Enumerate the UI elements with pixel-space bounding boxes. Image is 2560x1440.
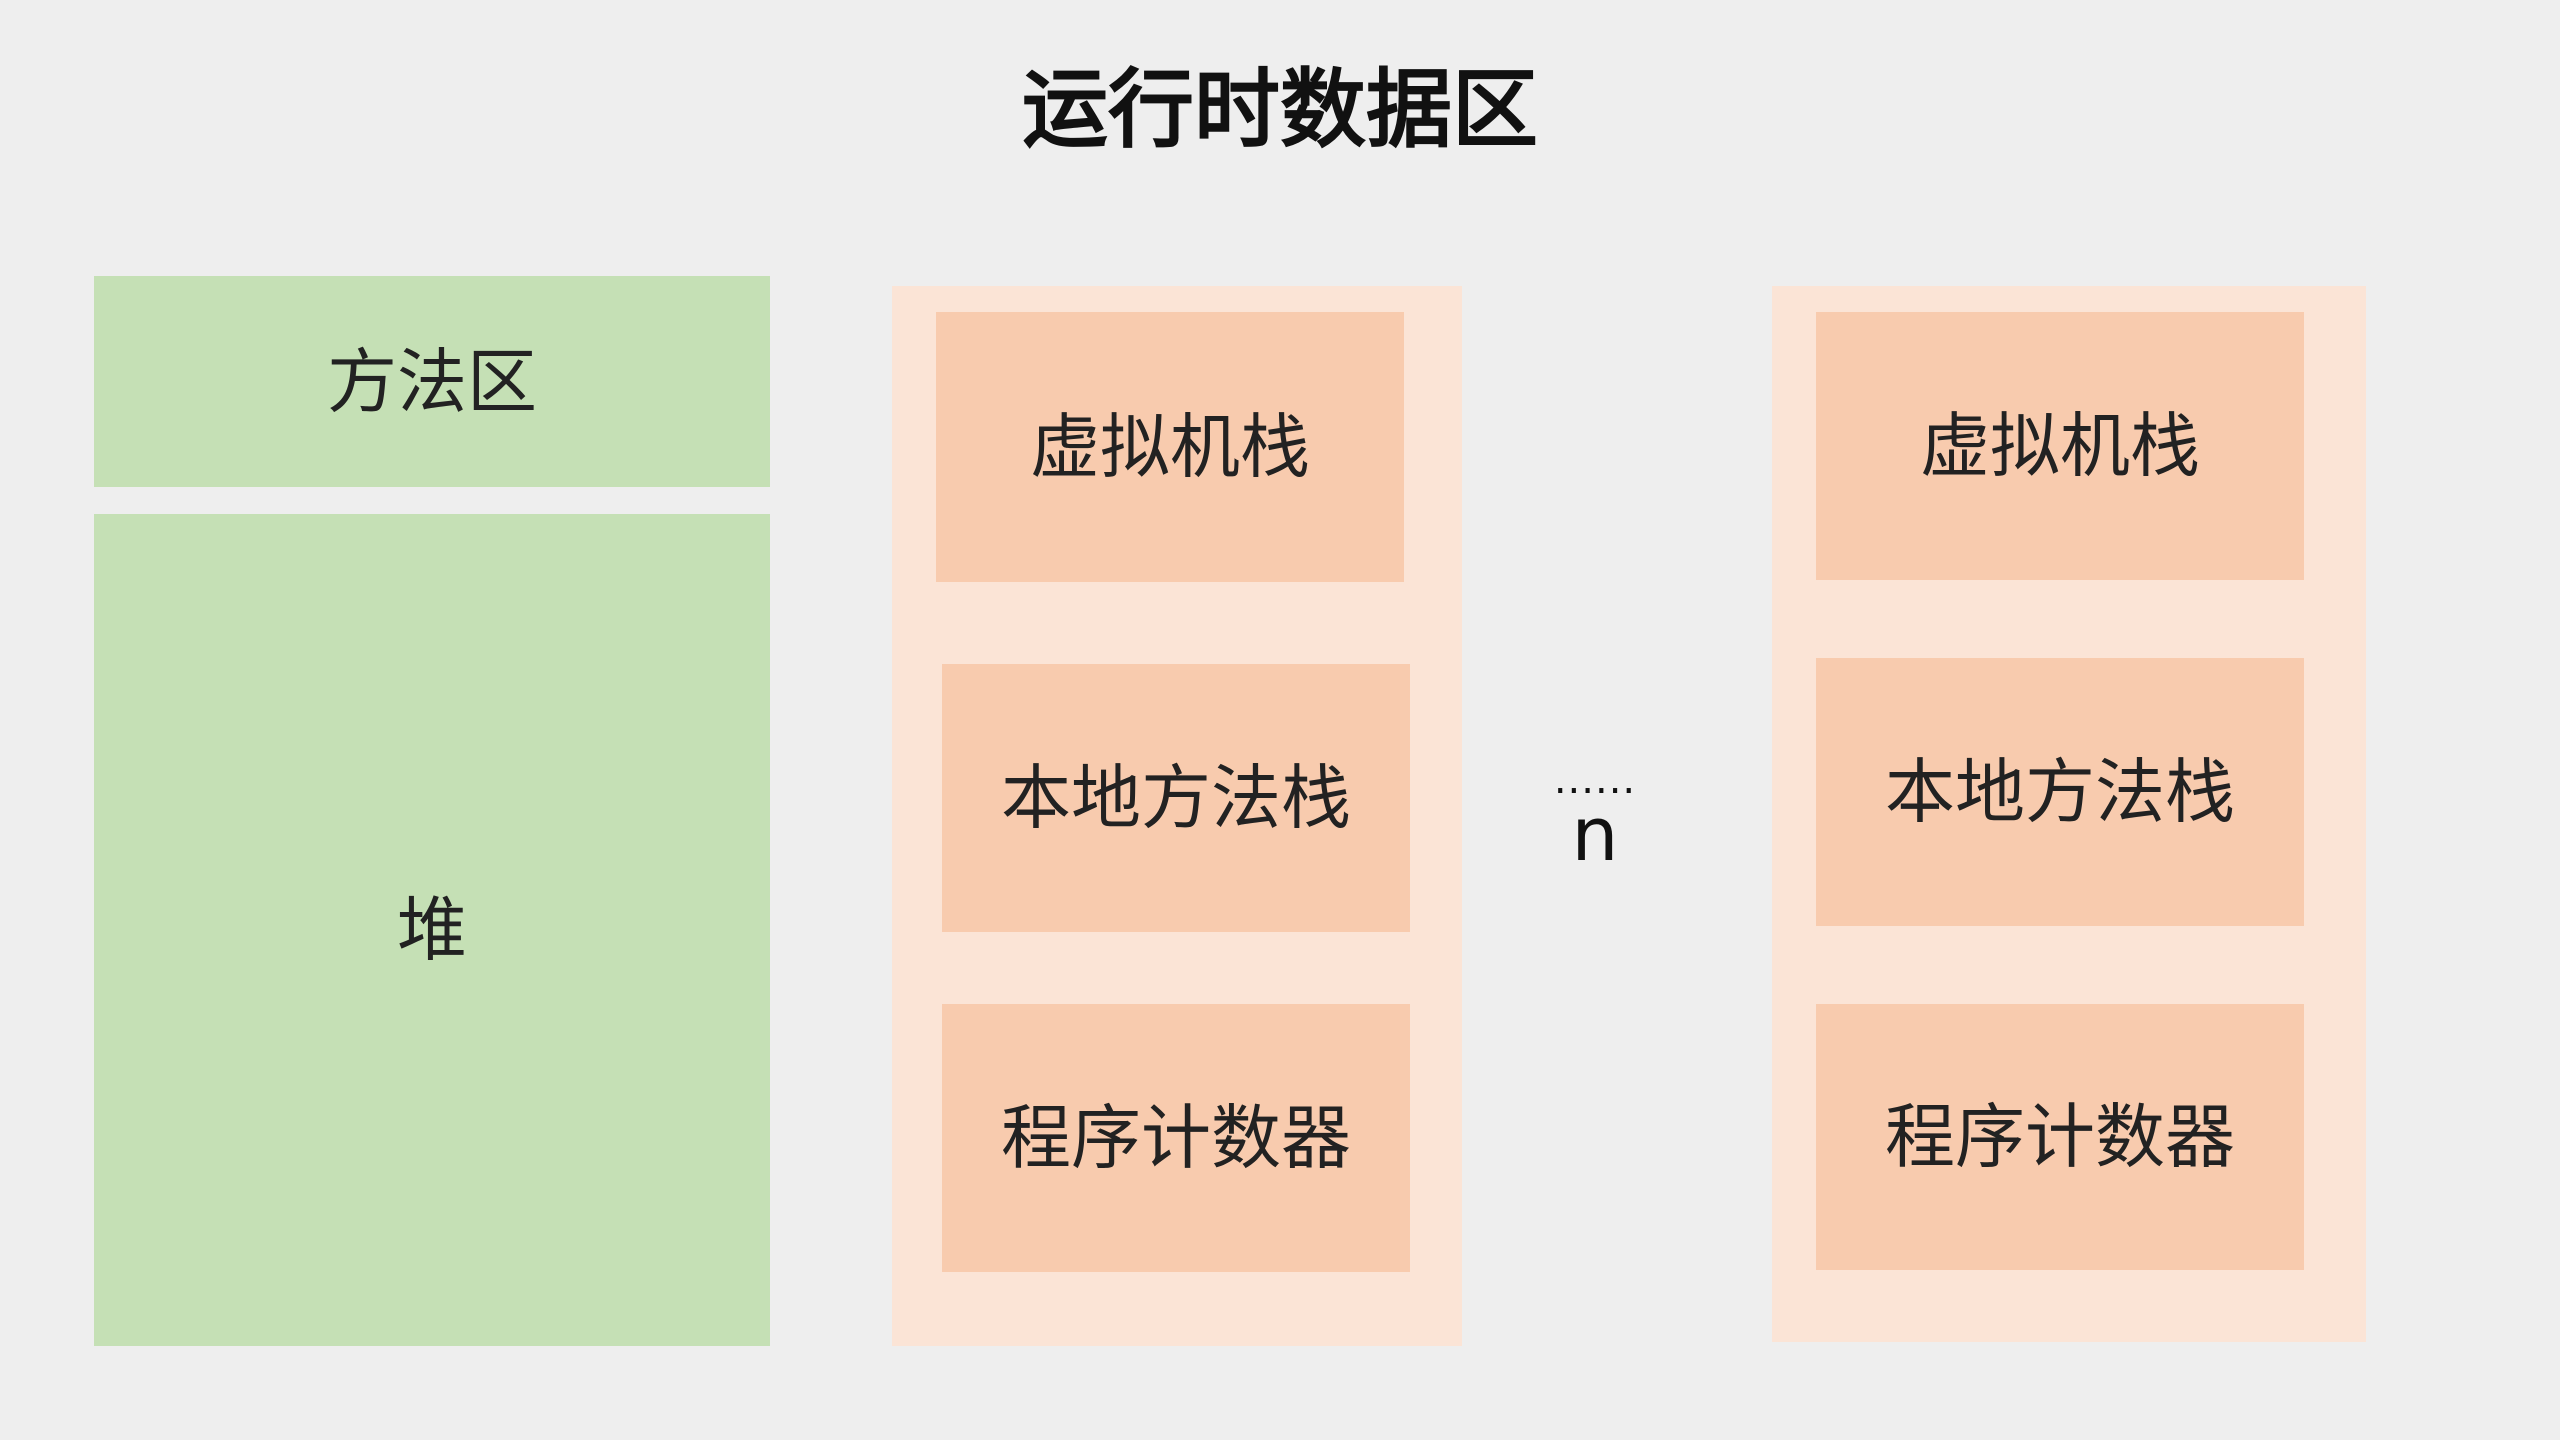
- heap-box: 堆: [94, 514, 770, 1346]
- program-counter-box-1: 程序计数器: [942, 1004, 1410, 1272]
- vm-stack-label-1: 虚拟机栈: [1030, 406, 1310, 488]
- native-method-stack-label-n: 本地方法栈: [1885, 751, 2235, 833]
- native-method-stack-box-1: 本地方法栈: [942, 664, 1410, 932]
- native-method-stack-box-n: 本地方法栈: [1816, 658, 2304, 926]
- thread-count-separator: ...... n: [1535, 757, 1655, 878]
- diagram-title: 运行时数据区: [1022, 60, 1538, 160]
- vm-stack-label-n: 虚拟机栈: [1920, 405, 2200, 487]
- program-counter-label-1: 程序计数器: [1001, 1097, 1351, 1179]
- thread-count-label: n: [1571, 792, 1619, 878]
- program-counter-label-n: 程序计数器: [1885, 1096, 2235, 1178]
- heap-label: 堆: [397, 889, 467, 971]
- vm-stack-box-1: 虚拟机栈: [936, 312, 1404, 582]
- method-area-box: 方法区: [94, 276, 770, 487]
- method-area-label: 方法区: [327, 340, 537, 423]
- vm-stack-box-n: 虚拟机栈: [1816, 312, 2304, 580]
- program-counter-box-n: 程序计数器: [1816, 1004, 2304, 1270]
- ellipsis-dots: ......: [1553, 757, 1637, 803]
- native-method-stack-label-1: 本地方法栈: [1001, 757, 1351, 839]
